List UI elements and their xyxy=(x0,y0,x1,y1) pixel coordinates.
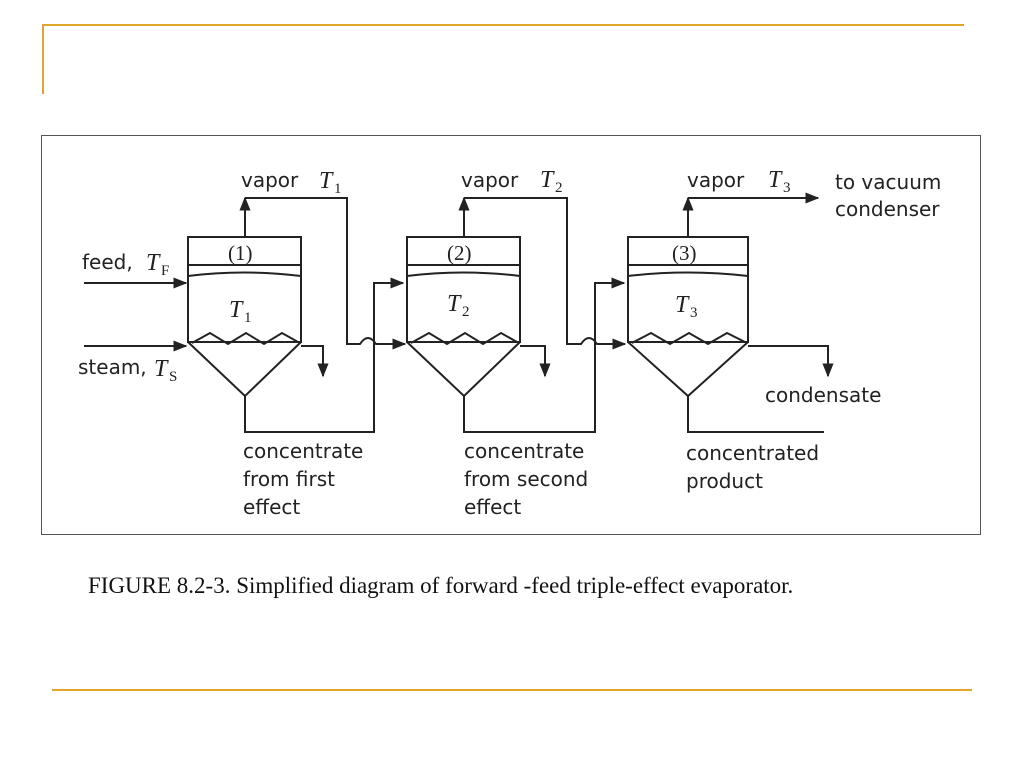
effect-1-vapor-temp-sub: 1 xyxy=(334,181,342,197)
concentrate-2-line-3: effect xyxy=(464,495,521,519)
top-accent-line xyxy=(42,24,964,26)
effect-3-liquid-temp-sub: 3 xyxy=(690,305,698,321)
bottom-accent-line xyxy=(52,689,972,691)
steam-temp: T xyxy=(154,356,169,382)
figure-caption: FIGURE 8.2-3. Simplified diagram of forw… xyxy=(88,573,794,598)
concentrate-1-line xyxy=(244,277,405,433)
effect-3-vapor-temp: T xyxy=(768,167,783,193)
feed-temp: T xyxy=(146,250,161,276)
concentrate-2-line xyxy=(463,277,626,433)
effect-1-condensate-line xyxy=(301,345,329,378)
effect-2-liquid-temp: T xyxy=(447,291,462,317)
concentrate-2-line-1: concentrate xyxy=(464,439,584,463)
condensate-label: condensate xyxy=(765,383,881,407)
product-line xyxy=(687,396,824,433)
vapor-2-to-effect-3-line xyxy=(464,197,627,350)
effect-1-number: (1) xyxy=(228,241,253,265)
product-label-line-2: product xyxy=(686,469,763,493)
steam-label: steam, xyxy=(78,355,147,379)
effect-2-vapor-temp-sub: 2 xyxy=(555,180,563,196)
effect-2-number: (2) xyxy=(447,241,472,265)
feed-label: feed, xyxy=(82,250,133,274)
steam-temp-sub: S xyxy=(169,369,177,385)
effect-2-condensate-line xyxy=(520,345,551,378)
left-accent-line xyxy=(42,24,44,94)
effect-2-vapor-temp: T xyxy=(540,167,555,193)
feed-temp-sub: F xyxy=(161,263,169,279)
effect-3-number: (3) xyxy=(672,241,697,265)
vacuum-label-line-2: condenser xyxy=(835,197,940,221)
effect-3-vapor-temp-sub: 3 xyxy=(783,180,791,196)
vapor-1-to-effect-2-line xyxy=(245,197,407,350)
concentrate-1-line-2: from first xyxy=(243,467,335,491)
effect-3-liquid-temp: T xyxy=(675,292,690,318)
effect-3-condensate-line xyxy=(748,345,834,378)
effect-1-liquid-temp: T xyxy=(229,297,244,323)
vacuum-label-line-1: to vacuum xyxy=(835,170,941,194)
effect-3-vapor-label: vapor xyxy=(687,168,745,192)
effect-2-vapor-label: vapor xyxy=(461,168,519,192)
evaporator-figure: (1) T 1 vapor T 1 feed, T F steam, T S c… xyxy=(41,135,981,535)
product-label-line-1: concentrated xyxy=(686,441,819,465)
effect-1-liquid-temp-sub: 1 xyxy=(244,310,252,326)
effect-2-liquid-temp-sub: 2 xyxy=(462,304,470,320)
concentrate-1-line-3: effect xyxy=(243,495,300,519)
concentrate-1-line-1: concentrate xyxy=(243,439,363,463)
effect-1-vapor-label: vapor xyxy=(241,168,299,192)
concentrate-2-line-2: from second xyxy=(464,467,588,491)
effect-1-vapor-temp: T xyxy=(319,168,334,194)
evaporator-diagram: (1) T 1 vapor T 1 feed, T F steam, T S c… xyxy=(78,167,941,519)
